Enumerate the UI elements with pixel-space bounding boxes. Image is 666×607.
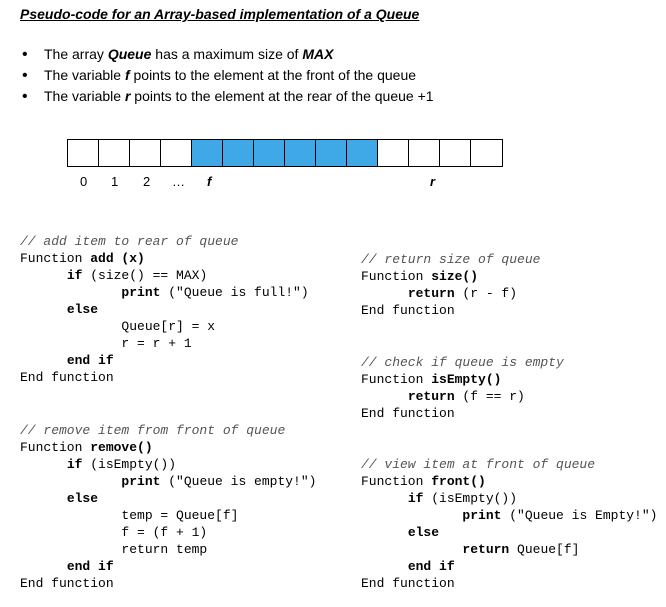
code-text: Function (20, 440, 91, 455)
code-text: ("Queue is empty!") (160, 474, 317, 489)
code-keyword: print (462, 508, 502, 523)
bullet-text: points to the element at the front of th… (129, 67, 417, 83)
index-label-r: r (430, 174, 436, 189)
array-cell-empty (130, 140, 161, 166)
bullet-text: The array (44, 46, 108, 62)
code-comment: // remove item from front of queue (20, 423, 286, 438)
queue-array-diagram (67, 139, 503, 167)
code-text: ("Queue is Empty!") (501, 508, 658, 523)
code-text: End function (361, 576, 455, 591)
code-text: temp = Queue[f] (121, 508, 239, 523)
code-comment: // add item to rear of queue (20, 234, 239, 249)
array-cell-filled (254, 140, 285, 166)
code-keyword: else (66, 491, 99, 506)
code-keyword: remove() (90, 440, 153, 455)
code-add-function: // add item to rear of queue Function ad… (20, 233, 309, 386)
code-keyword: end if (407, 559, 455, 574)
code-keyword: if (66, 457, 83, 472)
code-text: r = r + 1 (121, 336, 192, 351)
code-text: Queue[f] (509, 542, 580, 557)
array-cell-filled (285, 140, 316, 166)
code-keyword: size() (431, 269, 479, 284)
code-keyword: return (462, 542, 510, 557)
code-text: (isEmpty()) (423, 491, 518, 506)
bullet-emphasis: f (124, 67, 130, 83)
code-keyword: return (407, 389, 455, 404)
bullet-text: has a maximum size of (151, 46, 303, 62)
code-text: Function (361, 269, 432, 284)
code-text: (size() == MAX) (82, 268, 208, 283)
code-text: f = (f + 1) (121, 525, 208, 540)
array-cell-empty (471, 140, 502, 166)
index-label-dots: … (172, 174, 185, 189)
code-text: return temp (121, 542, 208, 557)
code-keyword: else (407, 525, 440, 540)
array-cell-filled (223, 140, 254, 166)
bullet-list: The array Queue has a maximum size of MA… (20, 44, 434, 107)
array-cell-empty (440, 140, 471, 166)
code-text: End function (20, 370, 114, 385)
code-remove-function: // remove item from front of queue Funct… (20, 422, 316, 592)
bullet-item: The variable r points to the element at … (20, 86, 434, 107)
bullet-item: The array Queue has a maximum size of MA… (20, 44, 434, 65)
code-text: ("Queue is full!") (160, 285, 309, 300)
code-comment: // check if queue is empty (361, 355, 564, 370)
code-keyword: if (66, 268, 83, 283)
code-text: Function (20, 251, 91, 266)
code-keyword: return (407, 286, 455, 301)
code-comment: // view item at front of queue (361, 457, 596, 472)
code-comment: // return size of queue (361, 252, 541, 267)
bullet-emphasis: MAX (302, 46, 334, 62)
bullet-text: The variable (44, 88, 125, 104)
code-text: (f == r) (454, 389, 525, 404)
array-cell-filled (192, 140, 223, 166)
code-text: Function (361, 474, 432, 489)
code-text: Queue[r] = x (121, 319, 216, 334)
code-keyword: add (x) (90, 251, 145, 266)
array-cell-empty (161, 140, 192, 166)
code-text: End function (361, 303, 455, 318)
code-text: Function (361, 372, 432, 387)
index-label-2: 2 (143, 174, 151, 189)
array-cell-empty (99, 140, 130, 166)
array-cell-filled (347, 140, 378, 166)
bullet-emphasis: r (124, 88, 131, 104)
index-label-1: 1 (111, 174, 119, 189)
bullet-text: points to the element at the rear of the… (130, 88, 434, 104)
code-text: (isEmpty()) (82, 457, 177, 472)
code-keyword: end if (66, 559, 114, 574)
page-title: Pseudo-code for an Array-based implement… (20, 6, 420, 22)
array-cell-empty (378, 140, 409, 166)
code-front-function: // view item at front of queue Function … (361, 456, 657, 592)
code-text: (r - f) (454, 286, 518, 301)
code-keyword: print (121, 474, 161, 489)
index-label-f: f (207, 174, 212, 189)
code-keyword: else (66, 302, 99, 317)
array-cell-empty (68, 140, 99, 166)
bullet-item: The variable f points to the element at … (20, 65, 434, 86)
index-label-0: 0 (80, 174, 88, 189)
bullet-text: The variable (44, 67, 125, 83)
code-text: End function (20, 576, 114, 591)
array-cell-filled (316, 140, 347, 166)
code-size-function: // return size of queue Function size() … (361, 251, 540, 319)
code-keyword: end if (66, 353, 114, 368)
code-keyword: if (407, 491, 424, 506)
code-keyword: isEmpty() (431, 372, 502, 387)
code-text: End function (361, 406, 455, 421)
code-isempty-function: // check if queue is empty Function isEm… (361, 354, 564, 422)
bullet-emphasis: Queue (107, 46, 152, 62)
array-cell-empty (409, 140, 440, 166)
code-keyword: print (121, 285, 161, 300)
code-keyword: front() (431, 474, 486, 489)
